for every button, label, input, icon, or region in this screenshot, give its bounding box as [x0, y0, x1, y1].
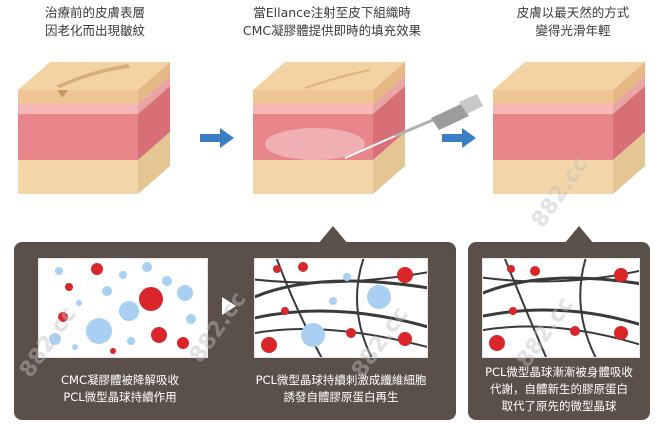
skin-cube-injection — [253, 62, 483, 194]
panel-pointer — [318, 226, 348, 244]
caption-before-treatment: 治療前的皮膚表層 因老化而出現皺紋 — [44, 5, 145, 38]
arrow-right-icon — [200, 128, 234, 148]
caption-result: 皮膚以最天然的方式 變得光滑年輕 — [516, 5, 630, 38]
arrow-right-icon — [442, 128, 476, 148]
skin-cube-wrinkled — [18, 62, 170, 194]
triangle-right-icon — [222, 297, 236, 315]
caption-injection: 當Ellance注射至皮下組織時 CMC凝膠體提供即時的填充效果 — [242, 5, 422, 38]
micro-view-collagen-stimulation — [254, 258, 428, 358]
panel-text-gel-absorbed: CMC凝膠體被降解吸收 PCL微型晶球持續作用 — [61, 373, 179, 404]
micro-view-collagen-replaced — [482, 258, 640, 358]
panel-text-collagen-stimulation: PCL微型晶球持續刺激成纖維細胞 誘發自體膠原蛋白再生 — [255, 373, 427, 404]
skin-cube-smooth — [493, 62, 645, 194]
micro-view-gel-pcl — [38, 258, 208, 358]
panel-text-collagen-replaced: PCL微型晶球漸漸被身體吸收 代謝，自體新生的膠原蛋白 取代了原先的微型晶球 — [485, 365, 633, 413]
panel-pointer — [564, 226, 594, 244]
